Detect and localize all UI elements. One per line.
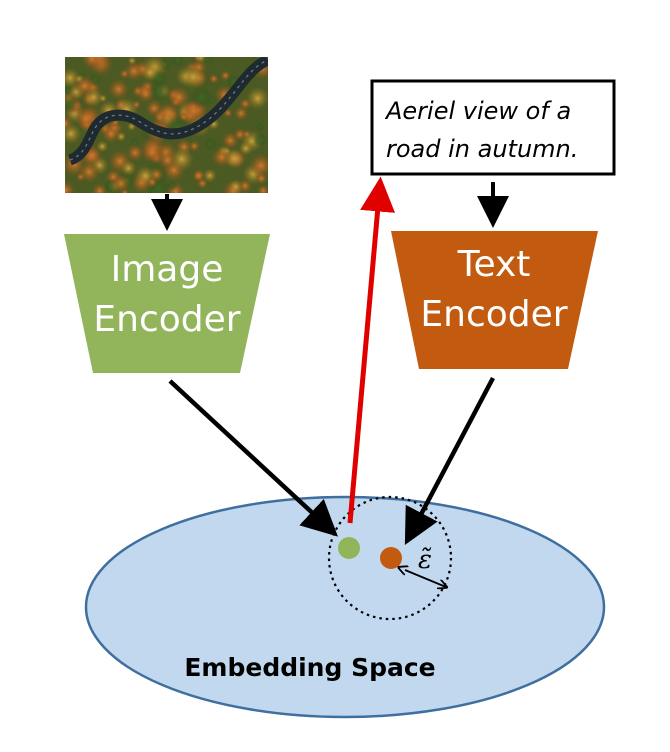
foliage-blob	[248, 153, 268, 178]
image-embedding-arrow	[168, 379, 338, 537]
embedding-space	[84, 495, 606, 719]
foliage-blob	[233, 127, 247, 142]
foliage-blob	[169, 147, 194, 172]
foliage-blob	[196, 177, 209, 190]
text-encoder-label-1: Text	[457, 244, 531, 285]
embedding-space-label: Embedding Space	[184, 653, 435, 682]
image-encoder: Image Encoder	[64, 234, 270, 373]
caption-line-2: road in autumn.	[386, 135, 578, 163]
text-embedding-point	[380, 547, 402, 569]
foliage-blob	[167, 85, 191, 109]
foliage-blob	[120, 160, 137, 177]
foliage-blob	[195, 57, 207, 64]
foliage-blob	[208, 73, 219, 85]
foliage-blob	[141, 141, 164, 164]
foliage-blob	[233, 105, 249, 121]
retrieval-arrow	[347, 176, 396, 524]
foliage-blob	[107, 78, 130, 100]
foliage-blob	[101, 124, 121, 144]
epsilon-radius-arrow	[405, 570, 446, 587]
image-encoder-label-2: Encoder	[93, 299, 240, 340]
road-center-line	[69, 59, 268, 161]
text-embedding-arrow	[404, 376, 495, 545]
foliage-blob	[77, 160, 101, 184]
foliage-blob	[211, 147, 232, 168]
foliage-blob	[190, 86, 213, 109]
foliage-blob	[91, 183, 108, 193]
foliage-blob	[188, 140, 200, 152]
image-encoder-label-1: Image	[111, 249, 224, 290]
foliage-blob	[228, 179, 244, 193]
epsilon-neighborhood	[327, 495, 453, 621]
foliage-blob	[126, 143, 145, 162]
foliage-blob	[255, 172, 268, 185]
foliage-blob	[140, 63, 160, 82]
foliage-blob	[65, 180, 76, 193]
foliage-blob	[136, 84, 156, 104]
text-encoder: Text Encoder	[391, 231, 598, 369]
foliage-blob	[167, 180, 177, 191]
foliage-blob	[81, 57, 103, 70]
foliage-blob	[204, 137, 217, 151]
foliage-blob	[119, 68, 130, 79]
foliage-blob	[181, 64, 206, 90]
foliage-blob	[146, 176, 158, 188]
foliage-blob	[65, 123, 82, 145]
foliage-blob	[253, 132, 268, 147]
caption-line-1: Aeriel view of a	[384, 97, 571, 125]
epsilon-symbol: ε̃	[418, 545, 432, 575]
image-embedding-point	[338, 537, 360, 559]
foliage-blob	[83, 87, 104, 108]
caption-box: Aeriel view of a road in autumn.	[370, 79, 616, 176]
foliage-blob	[65, 94, 80, 113]
foliage-blob	[170, 57, 185, 68]
foliage-blob	[256, 184, 268, 193]
foliage-blob	[157, 102, 180, 125]
foliage-blob	[255, 122, 265, 132]
aerial-forest-road-image	[65, 57, 268, 193]
foliage-blob	[245, 86, 268, 111]
foliage-blob	[111, 173, 131, 193]
text-encoder-label-2: Encoder	[420, 294, 567, 335]
